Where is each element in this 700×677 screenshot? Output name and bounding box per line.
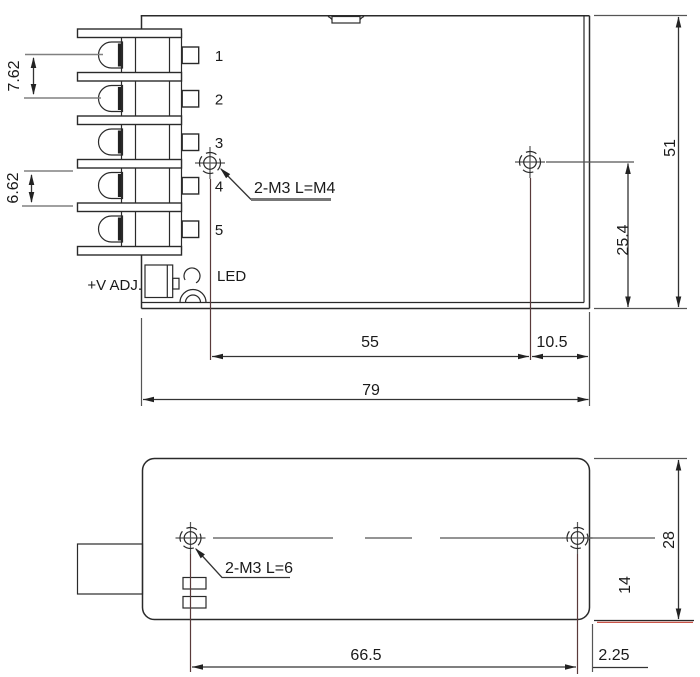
terminal-number-5: 5 (215, 222, 223, 239)
notch-tick-left (327, 15, 333, 20)
terminal-screws (97, 41, 124, 243)
terminal-number-4: 4 (215, 179, 223, 196)
terminal-bar (76, 245, 183, 256)
led-label: LED (217, 268, 246, 285)
wire-bushing-arc (179, 288, 207, 303)
dimension-height-top: 51 25.4 (546, 14, 687, 310)
mounting-note-callout-bottom: 2-M3 L=6 (195, 548, 293, 579)
top-view: 1 2 3 4 5 +V ADJ. LED (5, 14, 687, 406)
dimension-pitch-a: 7.62 (6, 53, 103, 99)
dim-height-bottom-value: 28 (661, 531, 678, 549)
terminal-number-2: 2 (215, 92, 223, 109)
terminal-square (181, 133, 200, 152)
dim-width-value: 79 (362, 382, 380, 399)
dim-hole-to-edge-bottom-value: 2.25 (598, 647, 629, 664)
terminal-number-1: 1 (215, 48, 223, 65)
dim-pitch-b-value: 6.62 (5, 172, 22, 203)
mounting-note-label-bottom: 2-M3 L=6 (225, 560, 293, 577)
vent-slot (182, 595, 207, 609)
adjustment-area: +V ADJ. LED (87, 264, 246, 303)
leader-arrowhead (195, 548, 205, 559)
dim-hole-span-bottom-value: 66.5 (350, 647, 381, 664)
vent-slot (182, 576, 207, 590)
dimension-height-bottom: 28 14 (585, 457, 694, 623)
terminal-bar (76, 28, 183, 39)
case-outline-bottom (141, 457, 591, 621)
dim-height-value: 51 (662, 139, 679, 157)
bottom-view: 2-M3 L=6 66.5 2.25 28 14 (76, 457, 694, 674)
terminal-bar (76, 158, 183, 169)
dimension-width: 79 (143, 382, 589, 403)
mounting-note-callout: 2-M3 L=M4 (220, 168, 335, 201)
leader-arrowhead (220, 168, 231, 179)
top-notch (331, 15, 361, 24)
dim-pitch-a-value: 7.62 (6, 60, 23, 91)
dimension-hole-span-bottom: 66.5 2.25 (189, 554, 648, 674)
mounting-note-label: 2-M3 L=M4 (254, 180, 335, 197)
dim-hole-to-edge-value: 10.5 (536, 334, 567, 351)
terminal-squares (181, 46, 200, 239)
dimension-hole-span-top: 55 10.5 (140, 178, 591, 406)
terminal-numbers: 1 2 3 4 5 (215, 48, 223, 239)
dim-hole-to-bottom-bottom-value: 14 (617, 576, 634, 594)
terminal-bar (76, 71, 183, 82)
mounting-hole-top-right (515, 146, 545, 178)
terminal-square (181, 46, 200, 65)
case-outline (140, 15, 591, 310)
terminal-square (181, 220, 200, 239)
v-adj-label: +V ADJ. (87, 277, 142, 294)
dimension-pitch-b: 6.62 (5, 170, 73, 207)
terminal-block-side-tab (76, 543, 144, 595)
mounting-hole-top-left (195, 147, 225, 179)
terminal-block: 1 2 3 4 5 (76, 28, 223, 256)
potentiometer (144, 264, 174, 299)
potentiometer-tab (172, 277, 180, 290)
terminal-bar (76, 115, 183, 126)
dim-hole-to-bottom-value: 25.4 (615, 224, 632, 255)
terminal-rails (120, 33, 183, 251)
led-hole (183, 267, 201, 284)
terminal-bar (76, 202, 183, 213)
dim-hole-span-value: 55 (361, 334, 379, 351)
mounting-hole-bottom-left (175, 522, 206, 554)
notch-tick-right (359, 15, 365, 20)
terminal-number-3: 3 (215, 135, 223, 152)
terminal-square (181, 89, 200, 108)
terminal-square (181, 176, 200, 195)
